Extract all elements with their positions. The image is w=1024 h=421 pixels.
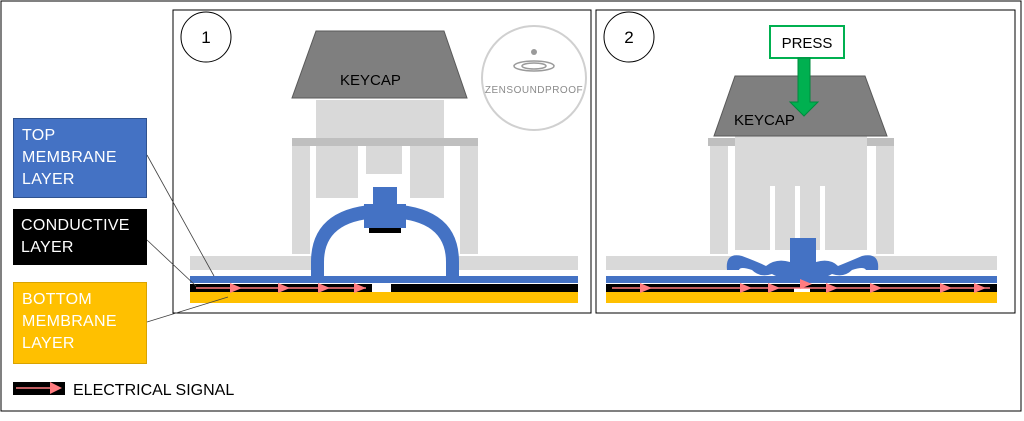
press-label-box [769, 25, 845, 59]
outer-frame [0, 0, 1022, 412]
label-top-membrane-layer: TOP MEMBRANE LAYER [13, 118, 147, 198]
step-number: 1 [201, 28, 210, 47]
signal-arrows-panel-2 [612, 279, 990, 293]
base-plate-left [606, 256, 732, 270]
logo-text: ZENSOUNDPROOF [485, 85, 583, 96]
contact-gap [794, 288, 810, 292]
leader-line-conductive [146, 239, 197, 287]
base-plate-right [871, 256, 997, 270]
signal-arrows-panel-1 [196, 283, 366, 293]
stem-leg-center [366, 146, 402, 174]
panel-2: 2 KEYCAP PRESS [595, 9, 1016, 314]
logo-ring [481, 25, 587, 131]
housing-wall-left [292, 146, 310, 254]
conductive-layer-right [391, 284, 578, 292]
rubber-dome [311, 204, 459, 278]
plunger-contact [369, 228, 401, 233]
dome-plunger-base [364, 204, 406, 228]
signal-arrow-icon [826, 283, 838, 293]
step-number-circle [603, 11, 655, 63]
key-stem-upper [316, 100, 444, 140]
base-plate-right [454, 256, 578, 270]
label-line: MEMBRANE [22, 149, 117, 166]
label-line: BOTTOM [22, 291, 92, 308]
label-bottom-membrane-layer: BOTTOM MEMBRANE LAYER [13, 282, 147, 364]
bottom-membrane-layer [190, 292, 578, 303]
logo-ripple-icon [513, 60, 555, 72]
signal-arrow-icon [230, 283, 242, 293]
housing-wall-right [460, 146, 478, 254]
label-line: LAYER [22, 335, 75, 352]
stem-leg-left [316, 146, 358, 198]
signal-arrow-icon [354, 283, 366, 293]
signal-arrow-icon [278, 283, 290, 293]
label-conductive-layer: CONDUCTIVE LAYER [13, 209, 147, 265]
base-plate-left [190, 256, 317, 270]
housing-wall-right [876, 146, 894, 254]
zensoundproof-logo: ZENSOUNDPROOF [481, 25, 587, 131]
signal-arrow-icon [870, 283, 882, 293]
legend-signal-arrow-icon [50, 382, 62, 394]
press-label: PRESS [782, 35, 833, 52]
signal-arrow-icon [974, 283, 986, 293]
top-membrane-layer [606, 276, 997, 283]
bottom-membrane-layer [606, 292, 997, 303]
keycap [291, 30, 468, 99]
step-number-circle [180, 11, 232, 63]
leader-line-bottom-membrane [146, 296, 229, 323]
signal-arrow-icon [940, 283, 952, 293]
label-line: CONDUCTIVE [21, 217, 130, 234]
dome-plunger [373, 187, 397, 209]
keycap-label: KEYCAP [734, 112, 795, 129]
housing-rail [292, 138, 478, 146]
signal-arrow-icon [640, 283, 652, 293]
label-line: LAYER [21, 239, 74, 256]
signal-arrow-icon [800, 279, 812, 289]
signal-arrow-icon [740, 283, 752, 293]
press-arrow-icon [788, 57, 820, 117]
keycap-label: KEYCAP [340, 72, 401, 89]
legend-label: ELECTRICAL SIGNAL [73, 382, 235, 399]
panel-1: 1 ZENSOUNDPROOF KEYCAP [172, 9, 592, 314]
logo-drop-icon [531, 49, 537, 55]
top-membrane-layer [190, 276, 578, 283]
label-line: LAYER [22, 171, 75, 188]
stem-leg-right [410, 146, 444, 198]
housing-wall-left [710, 146, 728, 254]
legend-electrical-signal-swatch [13, 382, 65, 395]
key-stem-pressed [735, 136, 867, 250]
label-line: TOP [22, 127, 56, 144]
label-line: MEMBRANE [22, 313, 117, 330]
rubber-dome-collapsed [726, 238, 879, 278]
signal-arrow-icon [768, 283, 780, 293]
logo-ripple-inner [521, 62, 547, 70]
leader-line-top-membrane [146, 154, 215, 277]
signal-arrow-icon [318, 283, 330, 293]
step-number: 2 [624, 28, 633, 47]
